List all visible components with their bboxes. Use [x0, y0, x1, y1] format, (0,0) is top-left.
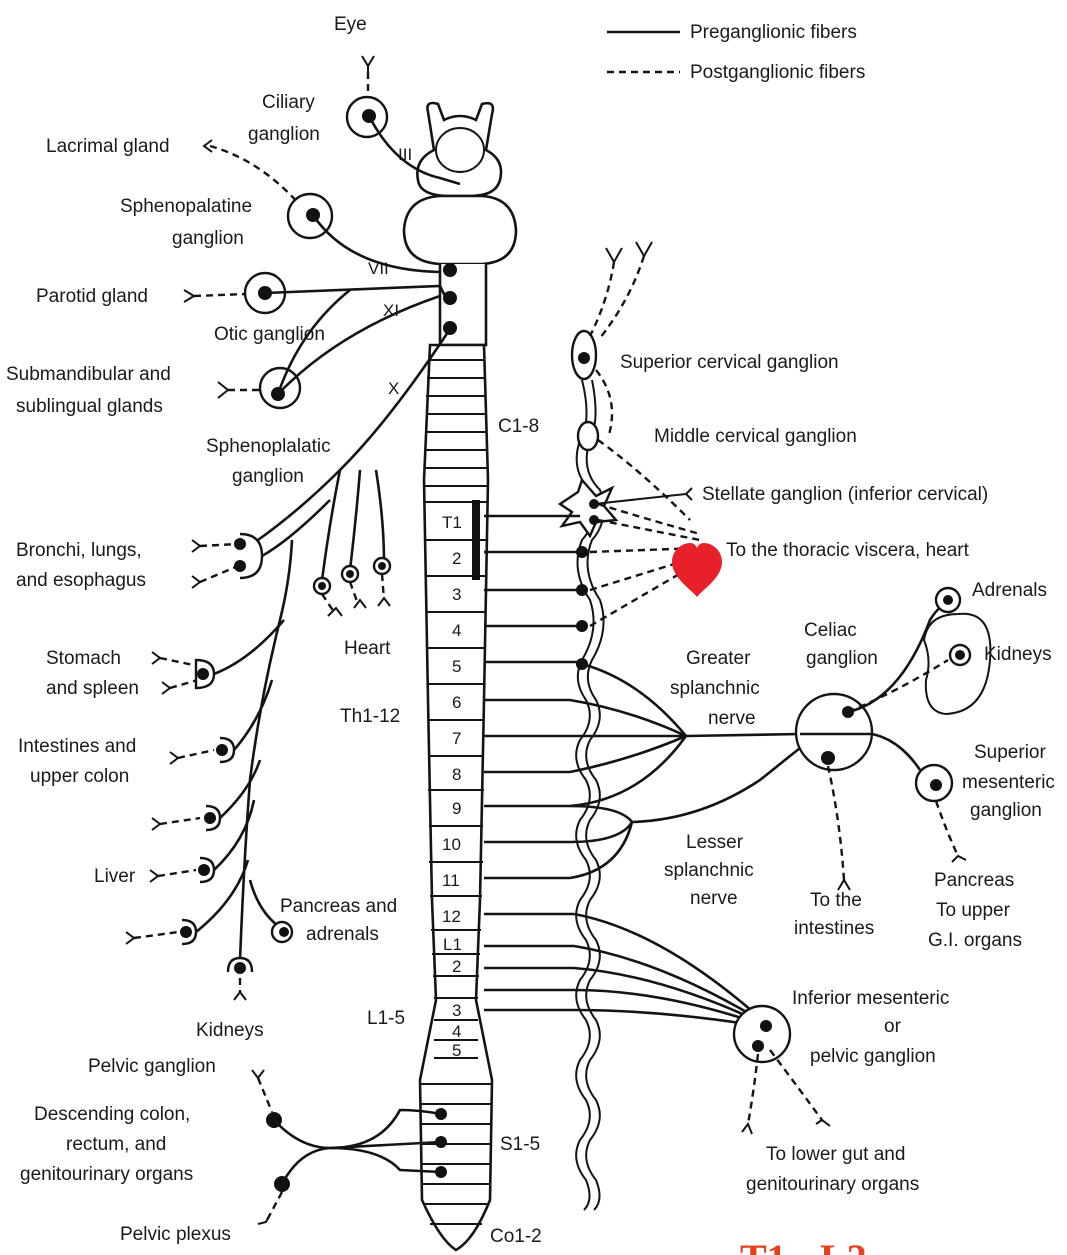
- label-to-intestines-2: intestines: [794, 918, 874, 939]
- region-label-coccygeal: Co1-2: [490, 1226, 542, 1247]
- label-pancreas-left-2: adrenals: [306, 924, 379, 945]
- label-adrenals: Adrenals: [972, 580, 1047, 601]
- stellate-ganglion: [560, 480, 616, 536]
- label-stomach-1: Stomach: [46, 648, 121, 669]
- segment-label-t12: 12: [442, 907, 461, 926]
- label-spheno-1: Sphenopalatine: [120, 196, 252, 217]
- segment-label-l5: 5: [452, 1041, 461, 1060]
- segment-label-l3: 3: [452, 1001, 461, 1020]
- label-thoracic-viscera: To the thoracic viscera, heart: [726, 540, 970, 561]
- label-superior-cervical: Superior cervical ganglion: [620, 352, 839, 373]
- label-lesser-1: Lesser: [686, 832, 744, 853]
- label-bronchi-2: and esophagus: [16, 570, 146, 591]
- pons-outline: [404, 196, 516, 264]
- label-spheno-2: ganglion: [172, 228, 244, 249]
- region-label-sacral: S1-5: [500, 1134, 540, 1155]
- label-heart: Heart: [344, 638, 391, 659]
- label-parotid: Parotid gland: [36, 286, 148, 307]
- pelvic-pathways: Pelvic ganglion Descending colon, rectum…: [20, 1056, 441, 1245]
- spinal-cord-outline: [420, 345, 492, 1250]
- segment-label-t7: 7: [452, 729, 461, 748]
- label-submand-2: sublingual glands: [16, 396, 163, 417]
- label-descending-3: genitourinary organs: [20, 1164, 193, 1185]
- label-eye: Eye: [334, 14, 367, 35]
- segment-label-t2: 2: [452, 549, 461, 568]
- label-kidneys-right: Kidneys: [984, 644, 1052, 665]
- label-liver: Liver: [94, 866, 136, 887]
- cranial-pathways: Eye Ciliary ganglion Lacrimal gland Sphe…: [6, 14, 460, 487]
- segment-label-t3: 3: [452, 585, 461, 604]
- segment-label-t11: 11: [442, 871, 460, 890]
- segment-label-t9: 9: [452, 799, 461, 818]
- label-superior-mes-2: mesenteric: [962, 772, 1055, 793]
- label-stomach-2: and spleen: [46, 678, 139, 699]
- label-stellate: Stellate ganglion (inferior cervical): [702, 484, 988, 505]
- label-celiac-2: ganglion: [806, 648, 878, 669]
- label-pancreas-left-1: Pancreas and: [280, 896, 397, 917]
- prevertebral-ganglia: Celiac ganglion To the intestines Adrena…: [734, 580, 1055, 1195]
- eye-receptor: [362, 56, 374, 72]
- segment-label-t8: 8: [452, 765, 461, 784]
- label-to-intestines-1: To the: [810, 890, 862, 911]
- legend-preganglionic-label: Preganglionic fibers: [690, 22, 857, 43]
- label-lower-gut-2: genitourinary organs: [746, 1174, 919, 1195]
- slide-tag: T1 - L2: [740, 1236, 867, 1255]
- cranial-nerve-labels: III VII XI X: [368, 145, 412, 398]
- label-superior-mes-3: ganglion: [970, 800, 1042, 821]
- segment-label-t4: 4: [452, 621, 461, 640]
- midbrain-outline: [417, 103, 501, 196]
- label-middle-cervical: Middle cervical ganglion: [654, 426, 857, 447]
- label-submand-1: Submandibular and: [6, 364, 171, 385]
- label-greater-3: nerve: [708, 708, 756, 729]
- label-pancreas-right-1: Pancreas: [934, 870, 1014, 891]
- segment-label-t6: 6: [452, 693, 461, 712]
- label-descending-1: Descending colon,: [34, 1104, 190, 1125]
- label-greater-2: splanchnic: [670, 678, 760, 699]
- legend: Preganglionic fibers Postganglionic fibe…: [607, 22, 865, 83]
- label-pelvic-plexus: Pelvic plexus: [120, 1224, 231, 1245]
- label-intestines-2: upper colon: [30, 766, 129, 787]
- heart-marker: [672, 543, 722, 597]
- brainstem: [404, 103, 516, 345]
- label-inferior-mes-3: pelvic ganglion: [810, 1046, 936, 1067]
- label-kidneys-left: Kidneys: [196, 1020, 264, 1041]
- segment-label-l4: 4: [452, 1022, 461, 1041]
- label-celiac-1: Celiac: [804, 620, 857, 641]
- label-pelvic-ganglion: Pelvic ganglion: [88, 1056, 216, 1077]
- region-label-cervical: C1-8: [498, 416, 539, 437]
- label-superior-mes-1: Superior: [974, 742, 1046, 763]
- label-ciliary-1: Ciliary: [262, 92, 315, 113]
- label-lesser-3: nerve: [690, 888, 738, 909]
- inferior-mesenteric-ganglion: [734, 1006, 790, 1062]
- label-pancreas-right-3: G.I. organs: [928, 930, 1022, 951]
- segment-label-t10: 10: [442, 835, 461, 854]
- region-label-thoracic: Th1-12: [340, 706, 400, 727]
- label-pancreas-right-2: To upper: [936, 900, 1011, 921]
- label-descending-2: rectum, and: [66, 1134, 166, 1155]
- label-lesser-2: splanchnic: [664, 860, 754, 881]
- segment-label-l1: L1: [443, 935, 462, 954]
- segment-label-l2: 2: [452, 957, 461, 976]
- segment-label-t5: 5: [452, 657, 461, 676]
- label-bronchi-1: Bronchi, lungs,: [16, 540, 142, 561]
- t1-t2-bar: [472, 500, 480, 580]
- label-inferior-mes-1: Inferior mesenteric: [792, 988, 949, 1009]
- legend-postganglionic-label: Postganglionic fibers: [690, 62, 865, 83]
- spinal-cord: [420, 263, 492, 1250]
- label-sphenoplalatic-1: Sphenoplalatic: [206, 436, 331, 457]
- label-ciliary-2: ganglion: [248, 124, 320, 145]
- segment-label-t1: T1: [442, 513, 462, 532]
- label-intestines-1: Intestines and: [18, 736, 136, 757]
- label-sphenoplalatic-2: ganglion: [232, 466, 304, 487]
- label-greater-1: Greater: [686, 648, 751, 669]
- label-lower-gut-1: To lower gut and: [766, 1144, 905, 1165]
- cranial-nerve-x: X: [388, 379, 399, 398]
- region-label-lumbar: L1-5: [367, 1008, 405, 1029]
- middle-cervical-ganglion: [578, 422, 598, 450]
- label-lacrimal: Lacrimal gland: [46, 136, 170, 157]
- label-inferior-mes-2: or: [884, 1016, 902, 1037]
